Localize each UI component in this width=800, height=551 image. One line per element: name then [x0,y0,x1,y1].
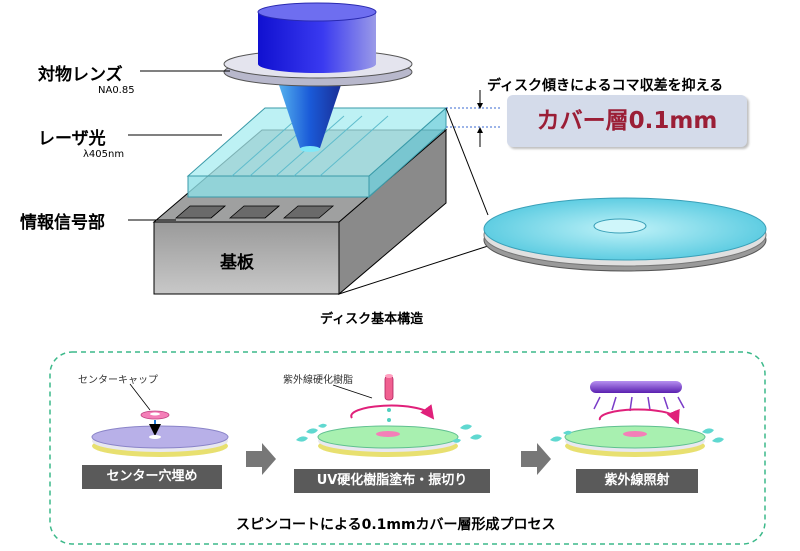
step1-disk [91,383,229,457]
signal-ridges [174,205,335,219]
process-title: スピンコートによる0.1mmカバー層形成プロセス [236,517,556,533]
process-container [49,351,766,545]
substrate-label: 基板 [220,253,254,273]
objective-lens [223,2,413,152]
objective-lens-na: NA0.85 [98,85,135,96]
step-label-3: 紫外線照射 [576,469,698,493]
step3-disk [550,381,724,457]
laser-label: レーザ光 [38,129,106,149]
cover-layer-box: カバー層0.1mm [507,95,747,147]
structure-caption: ディスク基本構造 [320,312,424,327]
coma-aberration-note: ディスク傾きによるコマ収差を抑える [487,78,724,94]
laser-wavelength: λ405nm [83,149,125,160]
uv-resin-label: 紫外線硬化樹脂 [283,375,353,386]
cover-layer-text: カバー層0.1mm [536,108,718,134]
info-signal-label: 情報信号部 [20,213,105,233]
center-cap-label: センターキャップ [78,375,158,386]
step-label-1: センター穴埋め [82,465,222,489]
step2-disk [296,374,482,457]
optical-disk [483,197,767,272]
objective-lens-label: 対物レンズ [38,65,123,85]
step-label-2: UV硬化樹脂塗布・振切り [294,469,490,493]
